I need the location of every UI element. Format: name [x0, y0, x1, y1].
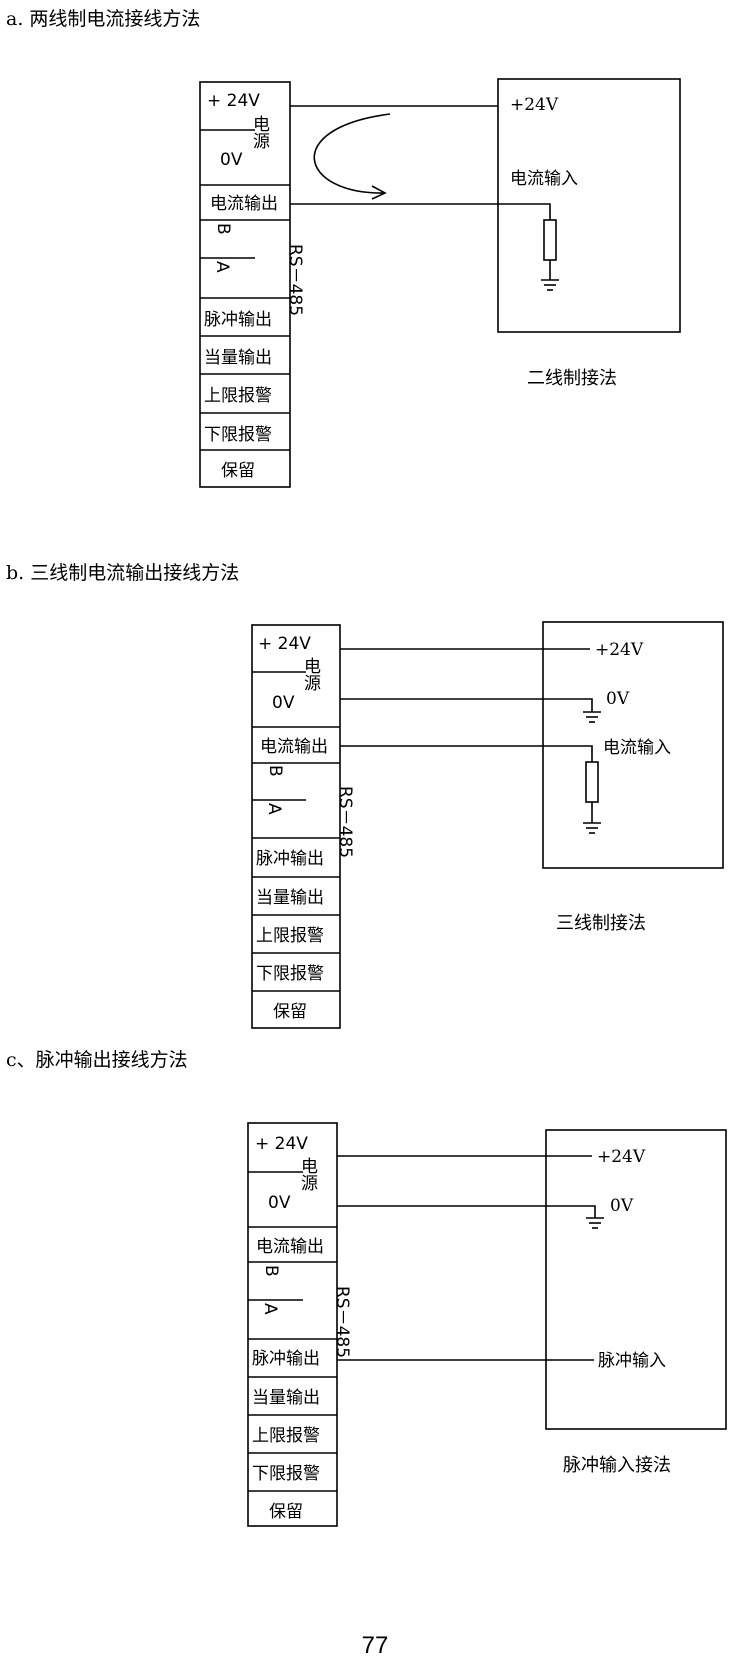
rs485-label: RS－485 [335, 786, 355, 858]
terminal-b: B [213, 223, 233, 235]
receiver-box [545, 1129, 727, 1430]
terminal-b: B [265, 765, 285, 777]
wires [337, 1155, 604, 1361]
receiver-box [542, 621, 724, 869]
terminal-block [199, 81, 291, 488]
terminal-24v: + 24V [255, 1134, 308, 1154]
diagram-a: + 24V 0V 电流输出 B A 脉冲输出 当量输出 上限报警 下限报警 保留… [199, 78, 681, 488]
terminal-lower-alarm: 下限报警 [204, 425, 272, 445]
terminal-upper-alarm: 上限报警 [256, 926, 324, 946]
terminal-0v: 0V [220, 150, 243, 170]
power-group-label: 电源 [300, 657, 321, 692]
receiver-0v-label: 0V [610, 1196, 634, 1216]
wires [290, 105, 559, 291]
section-c-heading: c、脉冲输出接线方法 [6, 1049, 188, 1071]
receiver-box [497, 78, 681, 333]
terminal-24v: + 24V [207, 91, 260, 111]
section-b-caption: 三线制接法 [556, 913, 646, 934]
receiver-current-input-label: 电流输入 [510, 169, 578, 189]
receiver-current-input-label: 电流输入 [603, 738, 671, 758]
terminal-b: B [261, 1265, 281, 1277]
terminal-upper-alarm: 上限报警 [204, 386, 272, 406]
terminal-upper-alarm: 上限报警 [252, 1426, 320, 1446]
terminal-reserved: 保留 [269, 1502, 303, 1522]
section-a-caption: 二线制接法 [527, 368, 617, 389]
terminal-pulse-out: 脉冲输出 [204, 310, 272, 330]
terminal-block [251, 624, 341, 1029]
terminal-a: A [212, 261, 232, 273]
terminal-equiv-out: 当量输出 [256, 888, 324, 908]
receiver-24v-label: +24V [597, 1147, 646, 1167]
terminal-equiv-out: 当量输出 [204, 348, 272, 368]
power-group-label: 电源 [249, 115, 270, 150]
receiver-0v-label: 0V [606, 689, 630, 709]
wires [340, 648, 601, 834]
section-b-heading: b. 三线制电流输出接线方法 [6, 562, 240, 584]
section-a-heading: a. 两线制电流接线方法 [6, 8, 201, 30]
terminal-current-out: 电流输出 [210, 194, 278, 214]
section-c-caption: 脉冲输入接法 [563, 1455, 671, 1476]
terminal-a: A [264, 803, 284, 815]
receiver-24v-label: +24V [510, 95, 559, 115]
terminal-0v: 0V [272, 693, 295, 713]
terminal-current-out: 电流输出 [260, 737, 328, 757]
terminal-lower-alarm: 下限报警 [256, 964, 324, 984]
terminal-block [247, 1122, 338, 1527]
terminal-equiv-out: 当量输出 [252, 1388, 320, 1408]
terminal-pulse-out: 脉冲输出 [256, 849, 324, 869]
receiver-24v-label: +24V [595, 640, 644, 660]
terminal-reserved: 保留 [273, 1002, 307, 1022]
rs485-label: RS－485 [332, 1286, 352, 1358]
receiver-pulse-input-label: 脉冲输入 [598, 1351, 666, 1371]
terminal-0v: 0V [268, 1193, 291, 1213]
diagram-b: + 24V 0V 电流输出 B A 脉冲输出 当量输出 上限报警 下限报警 保留… [251, 621, 724, 1029]
terminal-24v: + 24V [258, 634, 311, 654]
terminal-lower-alarm: 下限报警 [252, 1464, 320, 1484]
terminal-a: A [260, 1303, 280, 1315]
terminal-current-out: 电流输出 [256, 1237, 324, 1257]
page-number: 77 [361, 1632, 389, 1659]
terminal-pulse-out: 脉冲输出 [252, 1349, 320, 1369]
terminal-reserved: 保留 [221, 461, 255, 481]
diagram-c: + 24V 0V 电流输出 B A 脉冲输出 当量输出 上限报警 下限报警 保留… [247, 1122, 727, 1527]
power-group-label: 电源 [297, 1157, 318, 1192]
rs485-label: RS－485 [285, 244, 305, 316]
